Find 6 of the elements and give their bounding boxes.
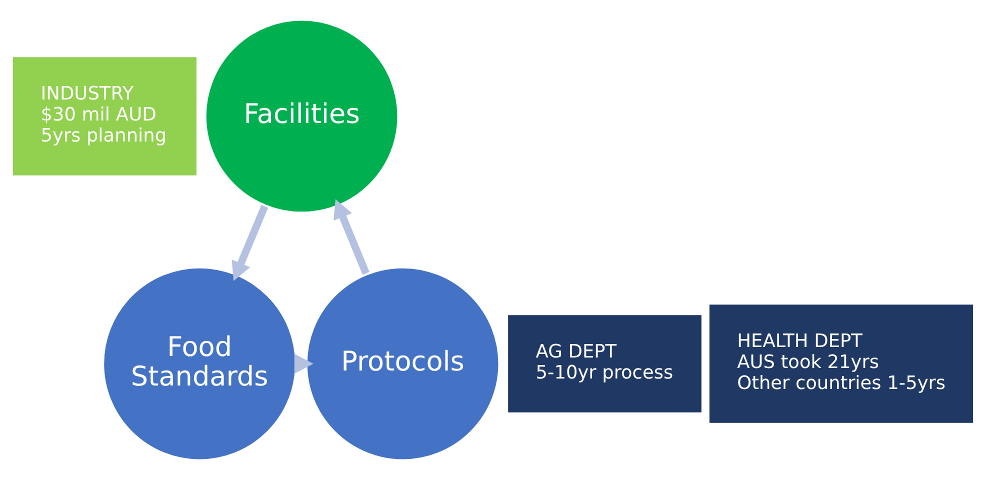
arrow [334, 198, 370, 274]
arrow [294, 353, 314, 374]
arrow [232, 204, 268, 280]
node-box: INDUSTRY $30 mil AUD 5yrs planning [12, 56, 196, 175]
node-box: AG DEPT 5-10yr process [508, 314, 702, 412]
node-box: HEALTH DEPT AUS took 21yrs Other countries 1-5yrs [709, 304, 974, 422]
